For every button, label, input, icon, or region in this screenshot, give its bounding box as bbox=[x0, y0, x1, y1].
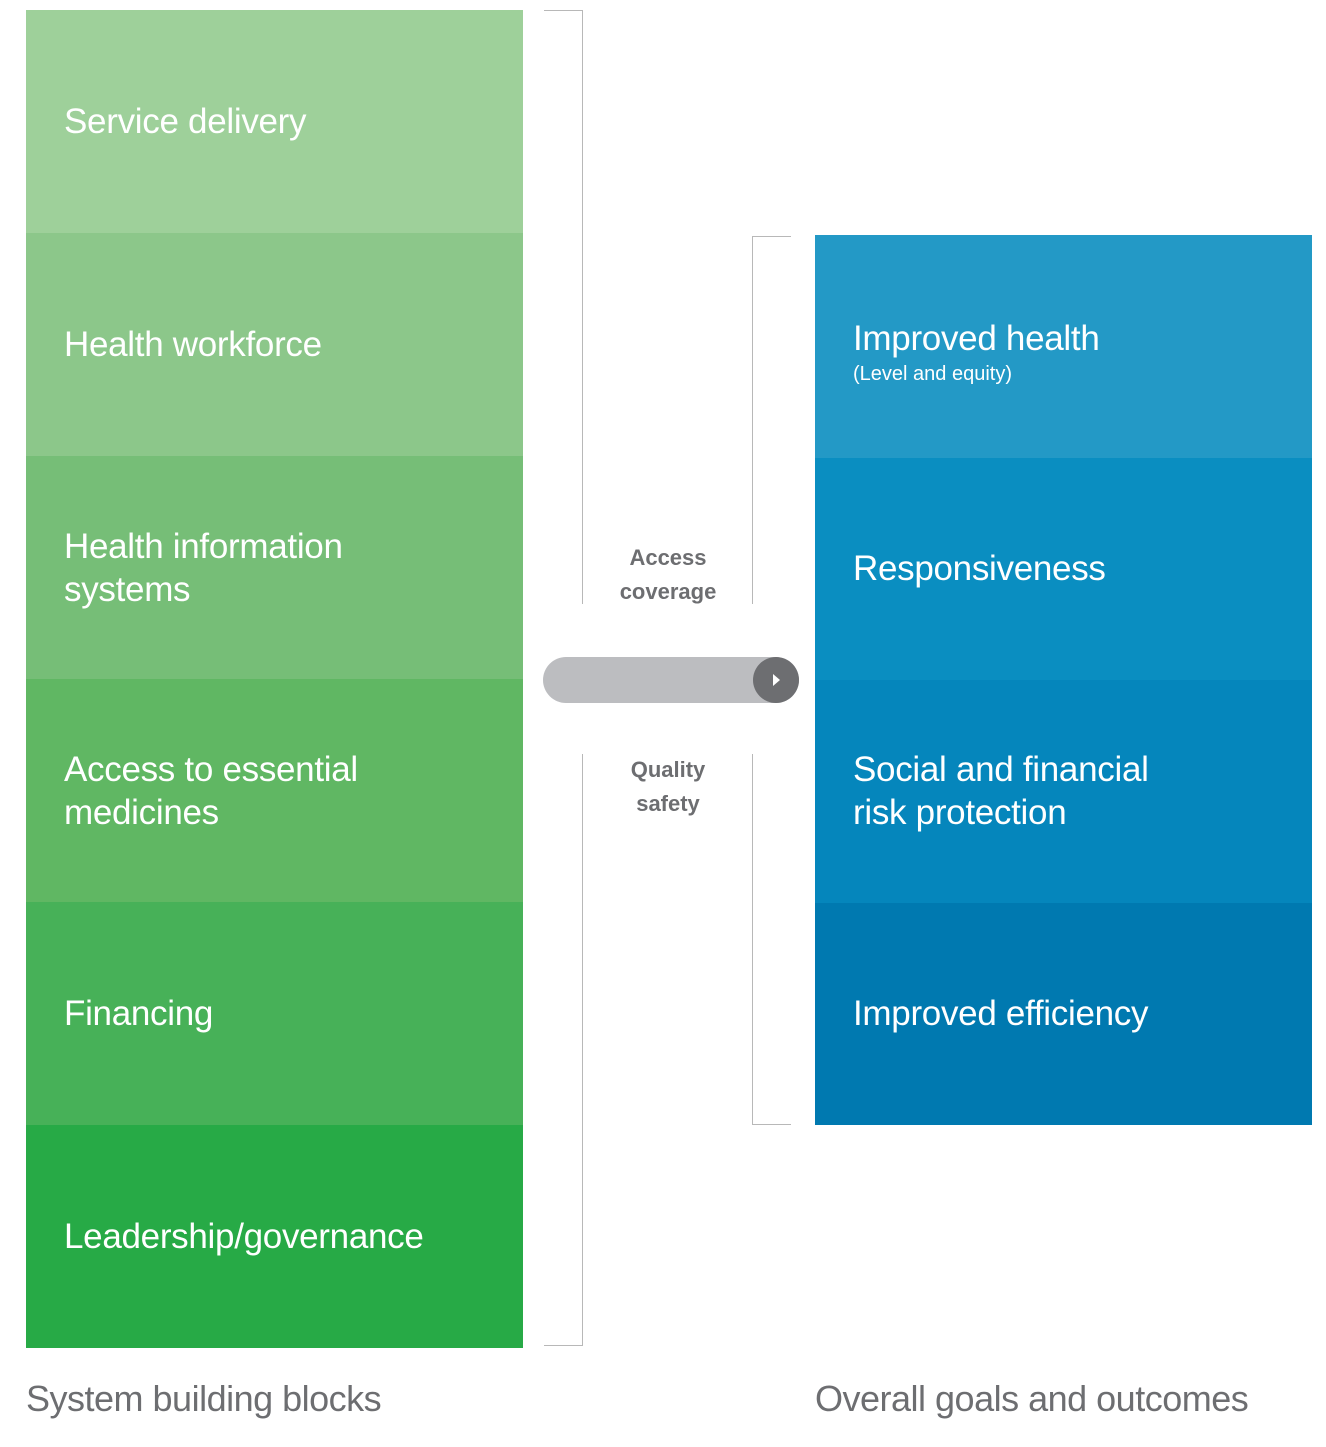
goals-column: Improved health (Level and equity) Respo… bbox=[815, 235, 1312, 1125]
block-label: Service delivery bbox=[64, 102, 307, 141]
block-label: Health workforce bbox=[64, 325, 322, 364]
goal-risk-protection: Social and financial risk protection bbox=[815, 680, 1312, 903]
access-coverage-label: Access coverage bbox=[619, 545, 717, 604]
block-label: Leadership/governance bbox=[64, 1217, 424, 1256]
goal-responsiveness: Responsiveness bbox=[815, 457, 1312, 680]
goal-improved-efficiency: Improved efficiency bbox=[815, 902, 1312, 1125]
block-label: Financing bbox=[64, 994, 214, 1033]
quality-safety-label: Quality safety bbox=[630, 757, 706, 816]
block-financing: Financing bbox=[26, 902, 523, 1125]
block-health-information-systems: Health information systems bbox=[26, 456, 523, 679]
building-blocks-caption: System building blocks bbox=[26, 1378, 382, 1419]
goal-label: Improved efficiency bbox=[853, 994, 1149, 1034]
goal-label: Responsiveness bbox=[853, 549, 1106, 589]
block-service-delivery: Service delivery bbox=[26, 10, 523, 233]
block-essential-medicines: Access to essential medicines bbox=[26, 679, 523, 902]
goal-sublabel: (Level and equity) bbox=[853, 362, 1012, 385]
goals-caption: Overall goals and outcomes bbox=[815, 1378, 1249, 1419]
goal-label: Improved health bbox=[853, 318, 1100, 358]
block-label: Health information systems bbox=[64, 526, 343, 609]
connector-arrow bbox=[543, 657, 799, 703]
goal-improved-health: Improved health (Level and equity) bbox=[815, 235, 1312, 458]
goal-label: Social and financial risk protection bbox=[853, 750, 1149, 833]
play-arrow-icon bbox=[753, 657, 799, 703]
building-blocks-column: Service delivery Health workforce Health… bbox=[26, 10, 523, 1348]
block-health-workforce: Health workforce bbox=[26, 233, 523, 456]
block-leadership-governance: Leadership/governance bbox=[26, 1125, 523, 1348]
block-label: Access to essential medicines bbox=[64, 749, 358, 832]
